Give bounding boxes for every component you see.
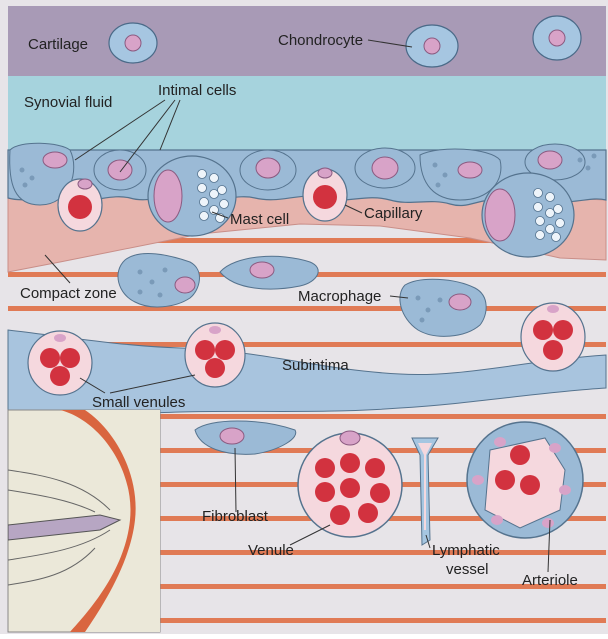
chondrocyte bbox=[406, 25, 458, 67]
granule bbox=[534, 189, 543, 198]
label-cartilage: Cartilage bbox=[28, 36, 88, 53]
granule bbox=[552, 233, 561, 242]
capillary bbox=[303, 168, 347, 221]
fiber-stripe bbox=[8, 306, 606, 311]
small-venule bbox=[28, 331, 92, 395]
granule bbox=[554, 205, 563, 214]
label-compact-zone: Compact zone bbox=[20, 285, 117, 302]
granule bbox=[200, 212, 209, 221]
small-venule bbox=[521, 303, 585, 371]
label-fibroblast: Fibroblast bbox=[202, 508, 269, 525]
label-capillary: Capillary bbox=[364, 205, 423, 222]
capillary bbox=[58, 179, 102, 231]
arteriole bbox=[467, 422, 583, 538]
granule bbox=[536, 217, 545, 226]
granule bbox=[546, 225, 555, 234]
mast-cell bbox=[148, 156, 236, 236]
label-mast-cell: Mast cell bbox=[230, 211, 289, 228]
granule bbox=[210, 174, 219, 183]
joint-inset bbox=[8, 410, 160, 632]
small-venule bbox=[185, 323, 245, 387]
intimal-cell bbox=[240, 150, 296, 190]
granule bbox=[198, 184, 207, 193]
granule bbox=[220, 200, 229, 209]
intimal-cell bbox=[355, 148, 415, 188]
granule bbox=[534, 203, 543, 212]
label-venule: Venule bbox=[248, 542, 294, 559]
label-synovial-fluid: Synovial fluid bbox=[24, 94, 112, 111]
granule bbox=[210, 190, 219, 199]
chondrocyte bbox=[533, 16, 581, 60]
label-subintima: Subintima bbox=[282, 357, 349, 374]
label-chondrocyte: Chondrocyte bbox=[278, 32, 363, 49]
macrophage bbox=[118, 254, 199, 307]
granule bbox=[556, 219, 565, 228]
label-lymphatic-line2: vessel bbox=[446, 561, 489, 578]
mast-cell bbox=[482, 173, 574, 257]
synovial-fluid-layer bbox=[8, 76, 606, 150]
label-small-venules: Small venules bbox=[92, 394, 185, 411]
granule bbox=[546, 209, 555, 218]
label-arteriole: Arteriole bbox=[522, 572, 578, 589]
granule bbox=[200, 198, 209, 207]
granule bbox=[536, 231, 545, 240]
granule bbox=[546, 193, 555, 202]
granule bbox=[198, 170, 207, 179]
label-lymphatic-line1: Lymphatic bbox=[432, 542, 500, 559]
label-macrophage: Macrophage bbox=[298, 288, 381, 305]
intimal-cell bbox=[94, 150, 146, 190]
label-intimal-cells: Intimal cells bbox=[158, 82, 236, 99]
venule bbox=[298, 431, 402, 537]
chondrocyte bbox=[109, 23, 157, 63]
granule bbox=[218, 186, 227, 195]
